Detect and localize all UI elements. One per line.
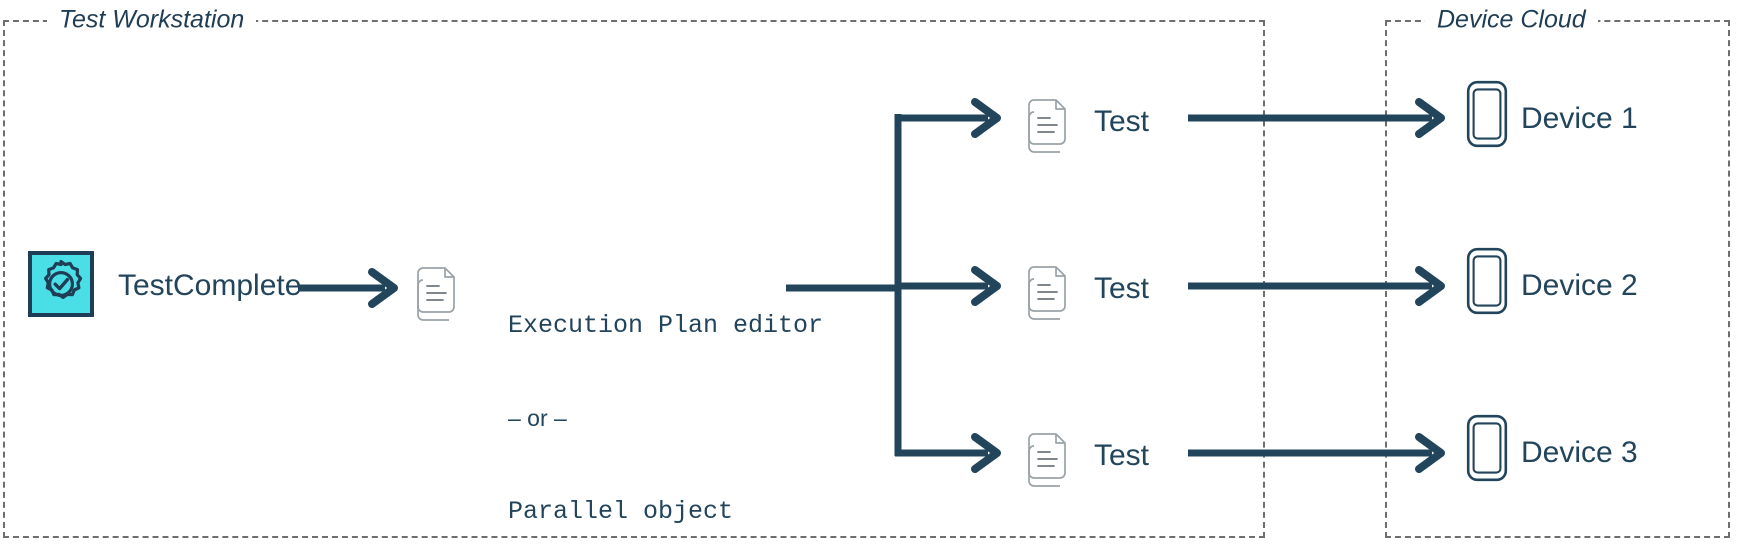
execution-plan-text: Execution Plan editor – or – Parallel ob… [508,248,823,549]
test-label-1: Test [1094,105,1150,138]
group-label-device-cloud: Device Cloud [1425,7,1598,33]
source-label-testcomplete: TestComplete [118,269,302,302]
group-box-test-workstation [3,20,1265,538]
testcomplete-badge-check-icon [28,251,94,317]
execution-plan-line-3: Parallel object [508,497,734,526]
execution-plan-line-2: – or – [508,405,567,431]
mobile-device-icon-2 [1466,247,1508,315]
test-document-icon-3 [1023,424,1075,487]
group-label-test-workstation: Test Workstation [47,7,257,33]
mobile-device-icon-1 [1466,80,1508,148]
test-label-3: Test [1094,439,1150,472]
test-label-2: Test [1094,272,1150,305]
execution-plan-document-icon [412,258,464,321]
execution-plan-line-1: Execution Plan editor [508,311,824,340]
mobile-device-icon-3 [1466,414,1508,482]
test-document-icon-2 [1023,257,1075,320]
device-label-2: Device 2 [1521,269,1638,302]
device-label-1: Device 1 [1521,102,1638,135]
device-label-3: Device 3 [1521,436,1638,469]
test-document-icon-1 [1023,90,1075,153]
